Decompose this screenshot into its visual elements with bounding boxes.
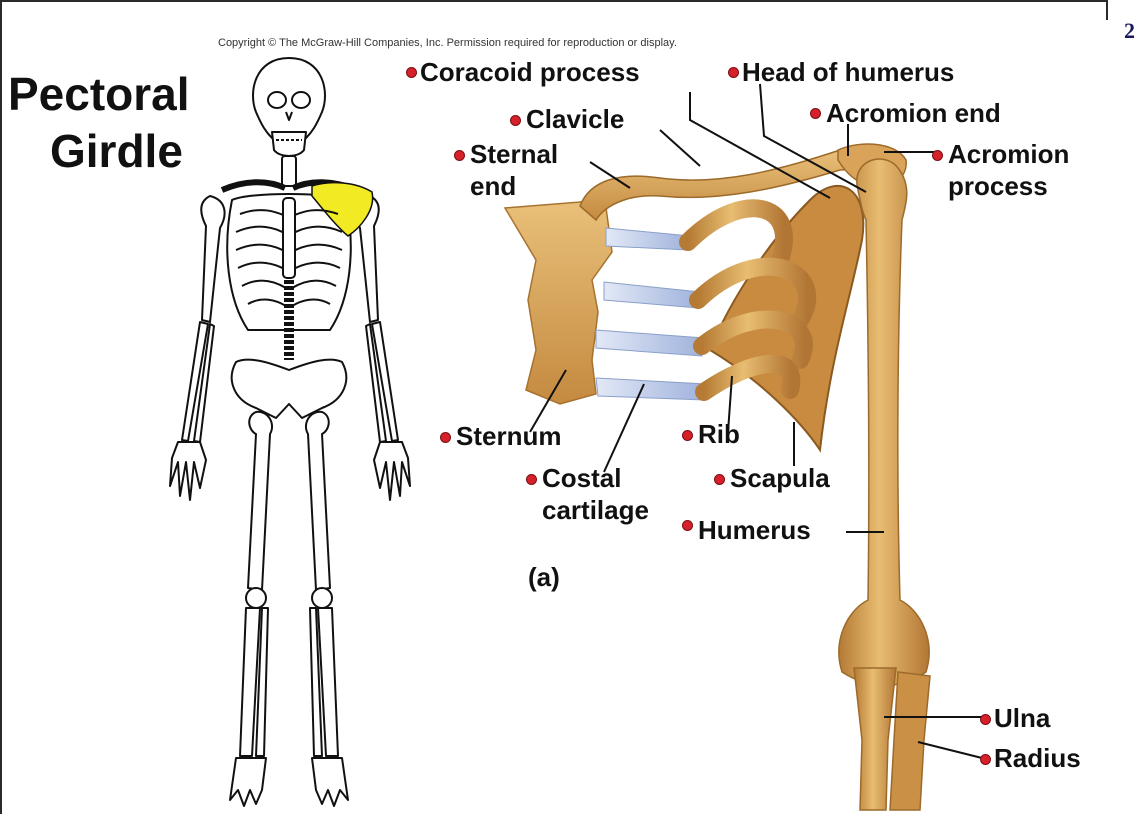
label-coracoid-process: Coracoid process (420, 58, 640, 86)
label-rib: Rib (698, 420, 740, 448)
label-dot (682, 520, 693, 531)
label-dot (406, 67, 417, 78)
label-costal-cartilage-line2: cartilage (542, 496, 649, 524)
label-head-of-humerus: Head of humerus (742, 58, 954, 86)
radius (890, 672, 930, 810)
label-dot (682, 430, 693, 441)
label-dot (510, 115, 521, 126)
leader-clavicle (660, 130, 700, 166)
label-dot (980, 714, 991, 725)
label-dot (980, 754, 991, 765)
label-dot (454, 150, 465, 161)
label-ulna: Ulna (994, 704, 1050, 732)
label-acromion-process-line1: Acromion (948, 140, 1069, 168)
label-acromion-process-line2: process (948, 172, 1048, 200)
label-sternal-end-line2: end (470, 172, 516, 200)
label-acromion-end: Acromion end (826, 99, 1001, 127)
label-clavicle: Clavicle (526, 105, 624, 133)
label-sternal-end-line1: Sternal (470, 140, 558, 168)
sternum (505, 200, 612, 404)
label-dot (932, 150, 943, 161)
label-humerus: Humerus (698, 516, 811, 544)
ulna (854, 668, 896, 810)
label-radius: Radius (994, 744, 1081, 772)
label-dot (714, 474, 725, 485)
label-dot (440, 432, 451, 443)
label-sternum: Sternum (456, 422, 561, 450)
label-costal-cartilage-line1: Costal (542, 464, 621, 492)
leader-radius (918, 742, 982, 758)
label-dot (810, 108, 821, 119)
panel-label: (a) (528, 562, 560, 593)
label-dot (526, 474, 537, 485)
label-dot (728, 67, 739, 78)
label-scapula: Scapula (730, 464, 830, 492)
